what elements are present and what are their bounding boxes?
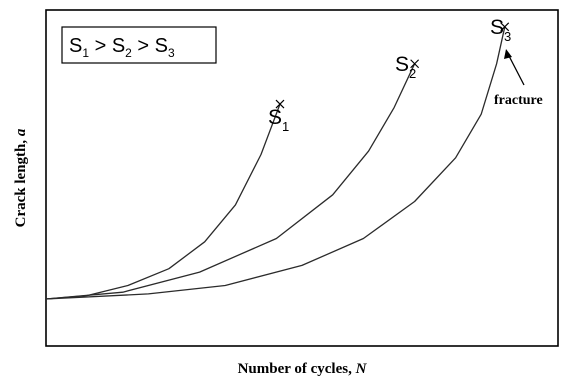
legend-gt-2: >: [132, 35, 155, 57]
legend-s2: S: [112, 35, 125, 57]
label-s1: S1: [268, 106, 289, 134]
fracture-label: fracture: [494, 93, 543, 108]
end-marker-s2: [410, 59, 420, 69]
x-axis-label: Number of cycles, N: [238, 361, 368, 377]
series-layer: [45, 22, 510, 300]
legend-s3-sub: 3: [168, 46, 175, 60]
plot-frame: [45, 9, 559, 347]
end-marker-s1: [275, 99, 285, 109]
legend-frame: [61, 26, 217, 64]
label-s3: S3: [490, 16, 511, 44]
legend-gt-1: >: [89, 35, 112, 57]
fracture-arrow-head: [504, 49, 512, 59]
y-axis-label: Crack length, a: [13, 128, 29, 227]
legend-box: S1 > S2 > S3: [61, 26, 217, 64]
fracture-arrow-shaft: [507, 53, 525, 86]
legend-s2-sub: 2: [125, 46, 132, 60]
series-line-s3: [45, 26, 506, 300]
series-line-s1: [45, 103, 281, 300]
legend-s1: S: [69, 35, 82, 57]
legend-s3: S: [155, 35, 168, 57]
legend-s1-sub: 1: [82, 46, 89, 60]
legend-text: S1 > S2 > S3: [69, 35, 175, 60]
series-line-s2: [45, 63, 416, 300]
label-s2: S2: [395, 53, 416, 81]
end-marker-s3: [500, 22, 510, 32]
